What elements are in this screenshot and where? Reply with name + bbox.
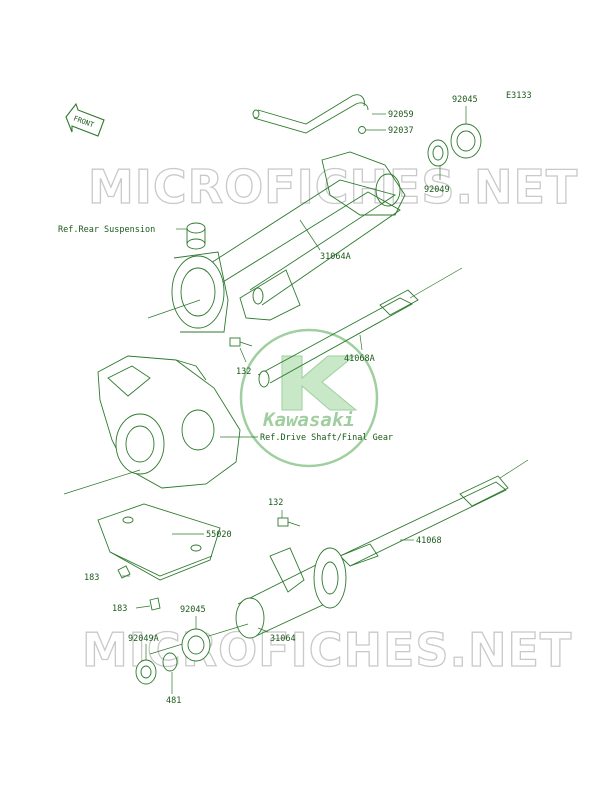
leader-lines (122, 106, 467, 694)
dash-line-1 (147, 299, 201, 319)
nut-b (149, 597, 161, 611)
bracket-plate (97, 503, 221, 581)
dash-line-2 (63, 469, 141, 495)
bearing-top (450, 123, 482, 159)
bolt-top (229, 337, 253, 347)
label-92045-top: 92045 (452, 95, 478, 105)
label-132-top: 132 (236, 367, 251, 377)
label-31064A: 31064A (320, 252, 351, 262)
label-183-a: 183 (84, 573, 99, 583)
label-183-b: 183 (112, 604, 127, 614)
circlip (162, 652, 178, 672)
front-arrow-icon: FRONT (65, 102, 105, 137)
label-55020: 55020 (206, 530, 232, 540)
breather-tube (252, 94, 369, 134)
axle-housing-lower (235, 547, 347, 639)
label-92045-bottom: 92045 (180, 605, 206, 615)
drive-shaft-lower (339, 459, 529, 567)
seal-top (427, 139, 449, 167)
bolt-bottom (277, 517, 301, 527)
ref-rear-suspension: Ref.Rear Suspension (58, 225, 155, 235)
kawasaki-logo: Kawasaki (239, 328, 379, 468)
axle-housing-upper (171, 151, 406, 333)
drive-shaft-upper (257, 267, 463, 388)
label-92059: 92059 (388, 110, 414, 120)
label-132-bottom: 132 (268, 498, 283, 508)
watermark-top: MICROFICHES.NET (88, 160, 578, 214)
seal-bottom (135, 659, 157, 685)
diagram-code: E3133 (506, 91, 532, 101)
bearing-bottom (181, 628, 211, 662)
label-92037: 92037 (388, 126, 414, 136)
label-481: 481 (166, 696, 181, 706)
label-41068A: 41068A (344, 354, 375, 364)
label-92049: 92049 (424, 185, 450, 195)
nut-a (117, 565, 131, 579)
kawasaki-logo-text: Kawasaki (262, 409, 355, 431)
final-gear-case (97, 355, 241, 489)
label-31064: 31064 (270, 634, 296, 644)
label-92049A: 92049A (128, 634, 159, 644)
label-41068: 41068 (416, 536, 442, 546)
ref-drive-shaft: Ref.Drive Shaft/Final Gear (260, 433, 393, 443)
clamp-part (358, 126, 366, 134)
suspension-bushing (186, 222, 206, 250)
